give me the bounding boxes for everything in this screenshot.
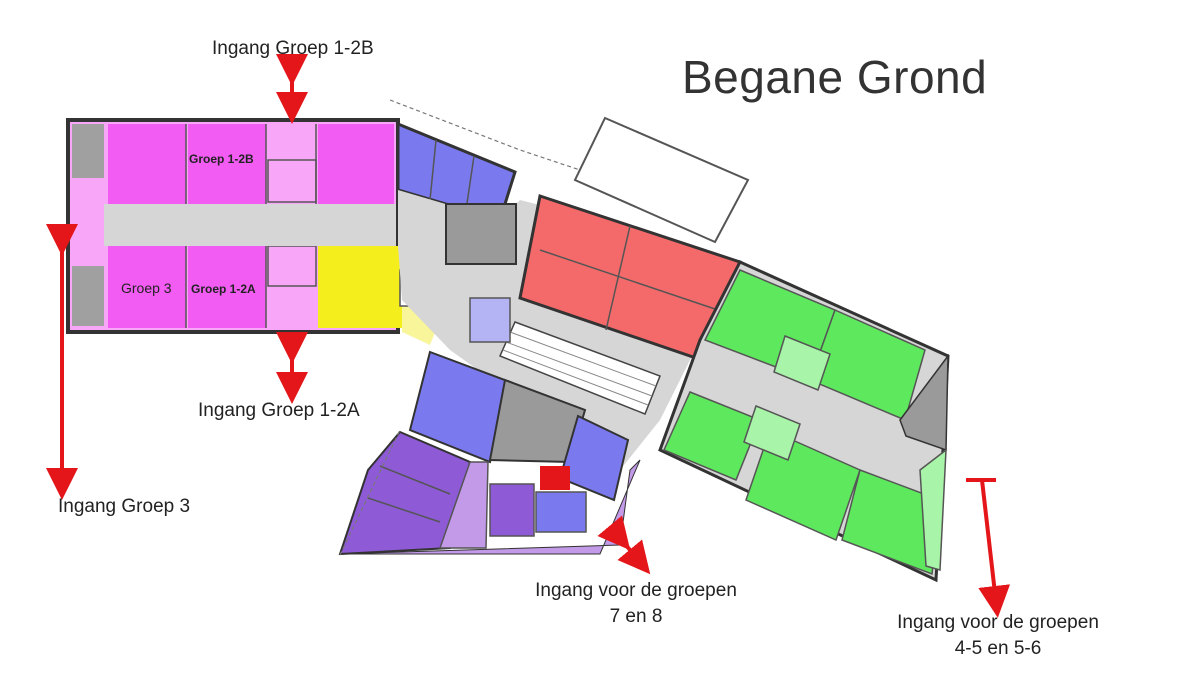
room-groep-3	[108, 246, 186, 328]
room-magenta-3	[318, 124, 394, 204]
stairs	[499, 321, 661, 415]
entrance-label-groepen-7-8: Ingang voor de groepen 7 en 8	[516, 580, 756, 628]
room-magenta-1	[108, 124, 186, 204]
entrance-label-7-8-line2: 7 en 8	[609, 606, 663, 627]
storage-left-bottom	[72, 266, 104, 326]
entrance-label-4-6-line1: Ingang voor de groepen	[897, 612, 1099, 633]
canopy	[573, 116, 750, 244]
entrance-label-groep-1-2b: Ingang Groep 1-2B	[212, 38, 374, 59]
entrance-label-groepen-4-6: Ingang voor de groepen 4-5 en 5-6	[878, 612, 1118, 660]
arrow-ingang-7-8	[597, 515, 651, 575]
arrow-ingang-4-6	[978, 479, 1011, 618]
entrance-label-4-6-line2: 4-5 en 5-6	[954, 638, 1042, 659]
room-blue-bottom	[408, 350, 512, 464]
rooms-purple	[338, 430, 472, 556]
room-light-purple	[438, 461, 489, 549]
room-label-groep-3: Groep 3	[121, 280, 172, 296]
room-groep-1-2a	[188, 246, 266, 328]
storage-left-top	[72, 124, 104, 178]
entrance-label-7-8-line1: Ingang voor de groepen	[535, 580, 737, 601]
entrance-label-groep-3: Ingang Groep 3	[58, 496, 191, 517]
room-label-groep-1-2a: Groep 1-2A	[191, 282, 256, 296]
room-label-groep-1-2b: Groep 1-2B	[189, 152, 254, 166]
page-title: Begane Grond	[682, 51, 988, 103]
corridor-left	[104, 204, 396, 246]
room-light-yellow	[402, 300, 440, 345]
entrance-label-groep-1-2a: Ingang Groep 1-2A	[198, 400, 360, 421]
toilets-center	[445, 203, 517, 265]
room-groep-1-2b	[188, 124, 266, 204]
room-yellow	[318, 246, 402, 328]
